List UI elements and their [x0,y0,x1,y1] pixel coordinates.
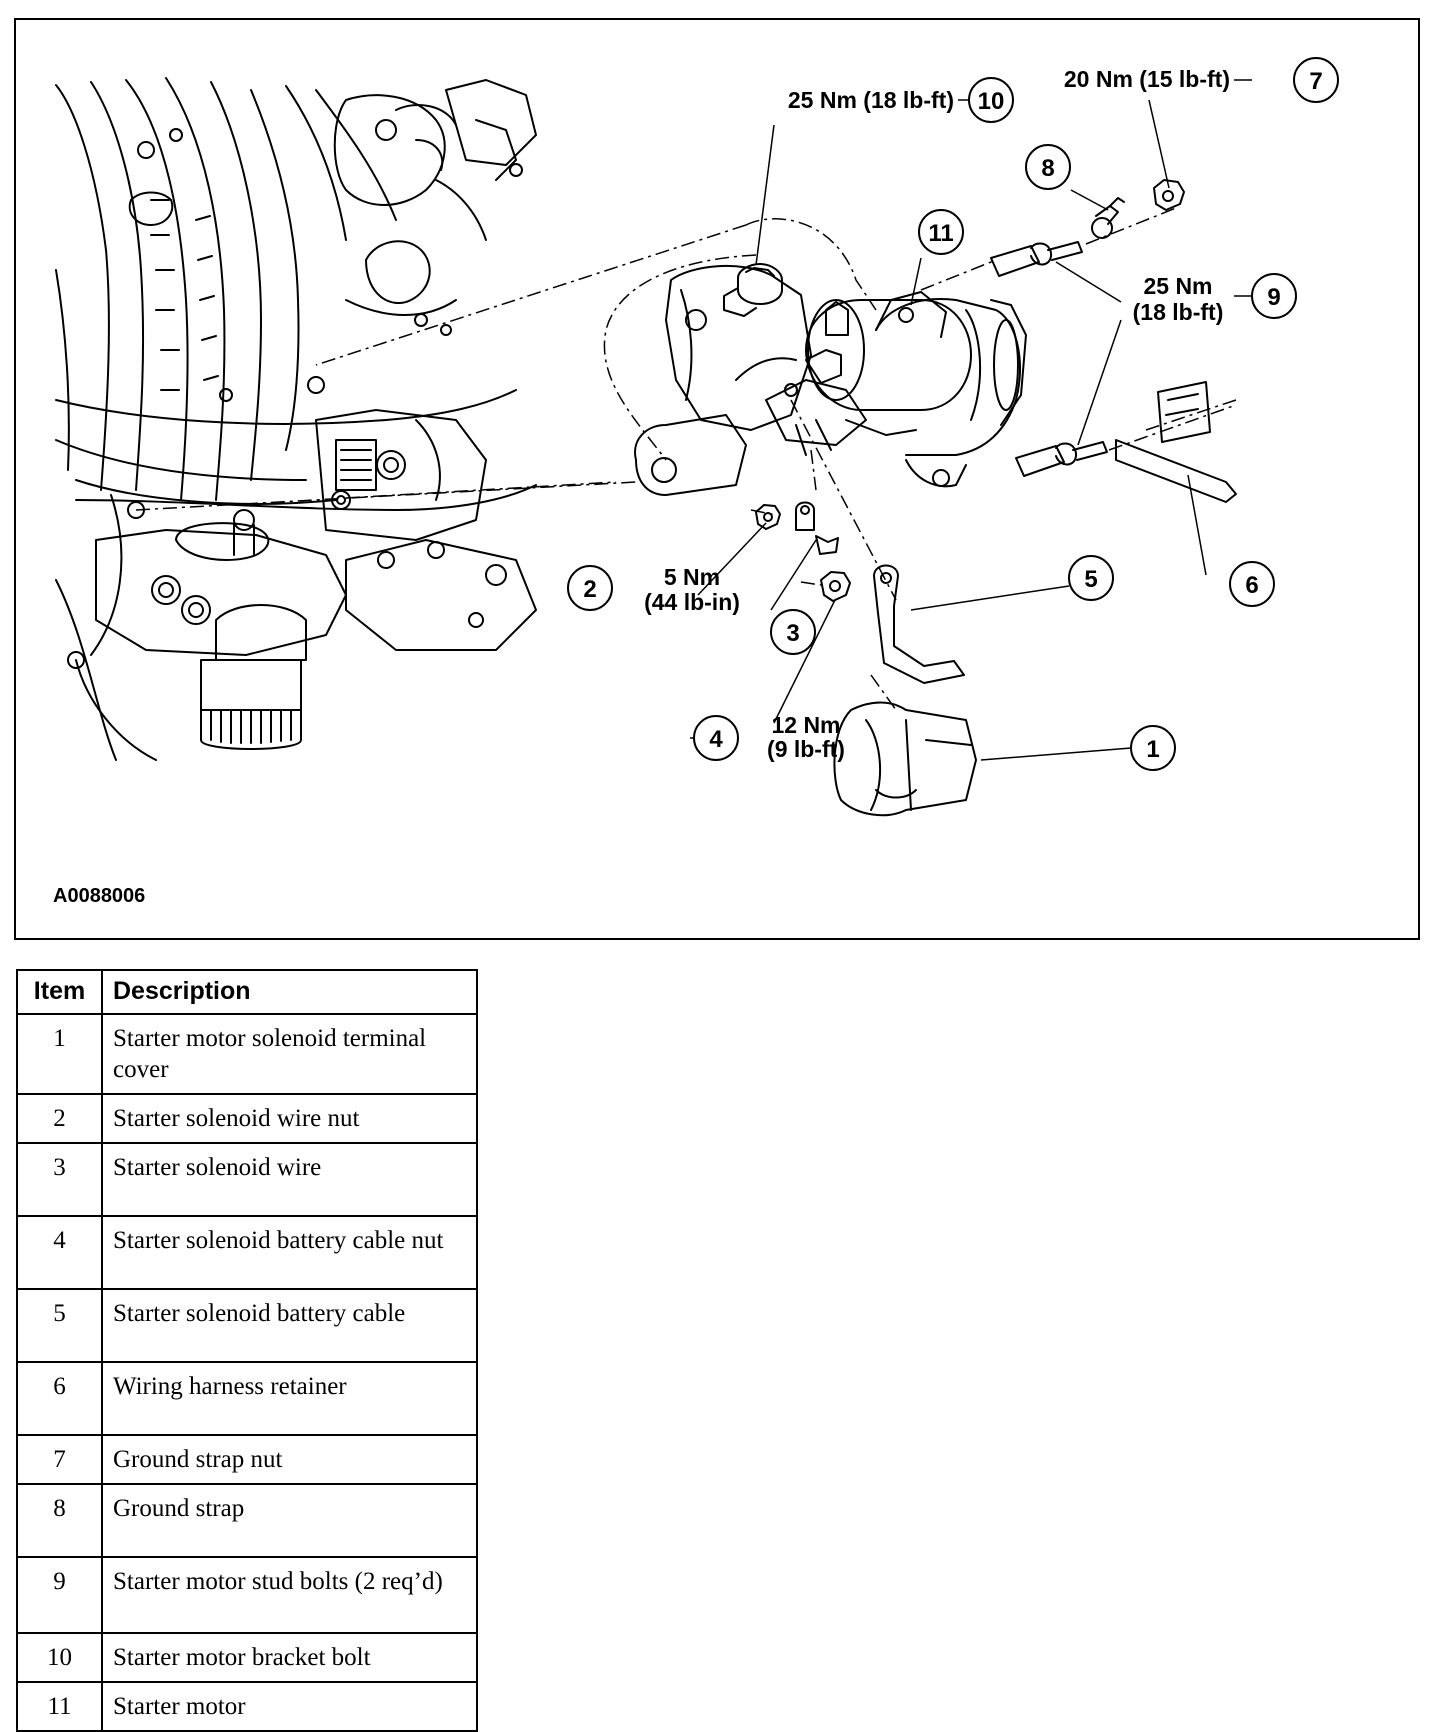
solenoid-wire-illustration [795,501,839,555]
callout-number: 7 [1309,68,1322,95]
callout-number: 10 [978,88,1005,115]
callout-number: 6 [1245,572,1258,599]
item-number: 4 [16,1215,103,1290]
diagram-frame: 1 2 5 Nm (44 lb-in) 3 4 12 Nm (9 lb-ft) … [14,18,1420,940]
item-number: 7 [16,1434,103,1485]
callout-number: 9 [1267,284,1280,311]
battery-cable-nut-illustration [820,571,851,602]
ground-strap-illustration [1091,197,1125,239]
torque-value: 20 Nm (15 lb-ft) [1064,66,1230,92]
battery-cable-illustration [873,564,965,684]
ground-strap-nut-illustration [1153,179,1185,211]
torque-value: (18 lb-ft) [1133,299,1224,325]
item-description: Ground strap nut [101,1434,478,1485]
callout-6: 6 [1229,561,1275,607]
torque-value: 12 Nm [771,712,840,738]
item-description: Starter solenoid battery cable [101,1288,478,1363]
callout-number: 2 [583,576,596,603]
header-description: Description [101,969,478,1015]
figure-id-label: A0088006 [53,885,145,907]
wiring-harness-retainer-illustration [1115,381,1237,503]
item-number: 2 [16,1093,103,1144]
item-number: 6 [16,1361,103,1436]
torque-value: (44 lb-in) [644,589,740,615]
item-number: 11 [16,1681,103,1732]
callout-number: 3 [786,620,799,647]
item-description: Wiring harness retainer [101,1361,478,1436]
callout-11: 11 [918,209,964,255]
callout-number: 1 [1146,736,1159,763]
item-number: 9 [16,1556,103,1634]
item-description: Starter solenoid wire [101,1142,478,1217]
bracket-bolt-illustration [723,263,783,317]
exploded-view-diagram: 1 2 5 Nm (44 lb-in) 3 4 12 Nm (9 lb-ft) … [53,57,1339,907]
callout-circles: 1 2 5 Nm (44 lb-in) 3 4 12 Nm (9 lb-ft) … [567,57,1339,771]
legend-header-row: Item Description [16,969,478,1015]
leader-lines [580,79,1252,761]
item-description: Starter solenoid battery cable nut [101,1215,478,1290]
callout-3: 3 [770,609,816,655]
callout-number: 4 [709,726,723,753]
callout-4: 4 12 Nm (9 lb-ft) [693,712,845,762]
item-description: Starter motor stud bolts (2 req’d) [101,1556,478,1634]
callout-number: 11 [928,220,953,247]
callout-8: 8 [1025,144,1071,190]
callout-1: 1 [1130,725,1176,771]
callout-10: 10 25 Nm (18 lb-ft) [788,77,1014,123]
torque-value: 5 Nm [664,564,720,590]
callout-9: 9 25 Nm (18 lb-ft) [1133,273,1297,325]
item-description: Starter motor [101,1681,478,1732]
engine-block-illustration [55,77,537,761]
callout-number: 8 [1041,155,1054,182]
item-number: 3 [16,1142,103,1217]
torque-value: (9 lb-ft) [767,736,845,762]
item-number: 8 [16,1483,103,1558]
stud-bolt-lower-illustration [1015,441,1108,477]
header-item: Item [16,969,103,1015]
callout-5: 5 [1068,555,1114,601]
item-number: 1 [16,1013,103,1095]
item-description: Starter motor bracket bolt [101,1632,478,1683]
alignment-lines [135,207,1237,711]
starter-motor-illustration [634,265,1027,496]
callout-number: 5 [1084,566,1097,593]
solenoid-wire-nut-illustration [755,504,781,530]
stud-bolt-upper-illustration [990,241,1083,277]
item-description: Starter motor solenoid terminal cover [101,1013,478,1095]
terminal-cover-illustration [833,701,977,817]
item-number: 5 [16,1288,103,1363]
item-description: Starter solenoid wire nut [101,1093,478,1144]
callout-2: 2 5 Nm (44 lb-in) [567,564,740,615]
torque-value: 25 Nm (18 lb-ft) [788,87,954,113]
item-number: 10 [16,1632,103,1683]
item-description: Ground strap [101,1483,478,1558]
torque-value: 25 Nm [1143,273,1212,299]
callout-7: 7 20 Nm (15 lb-ft) [1064,57,1339,103]
